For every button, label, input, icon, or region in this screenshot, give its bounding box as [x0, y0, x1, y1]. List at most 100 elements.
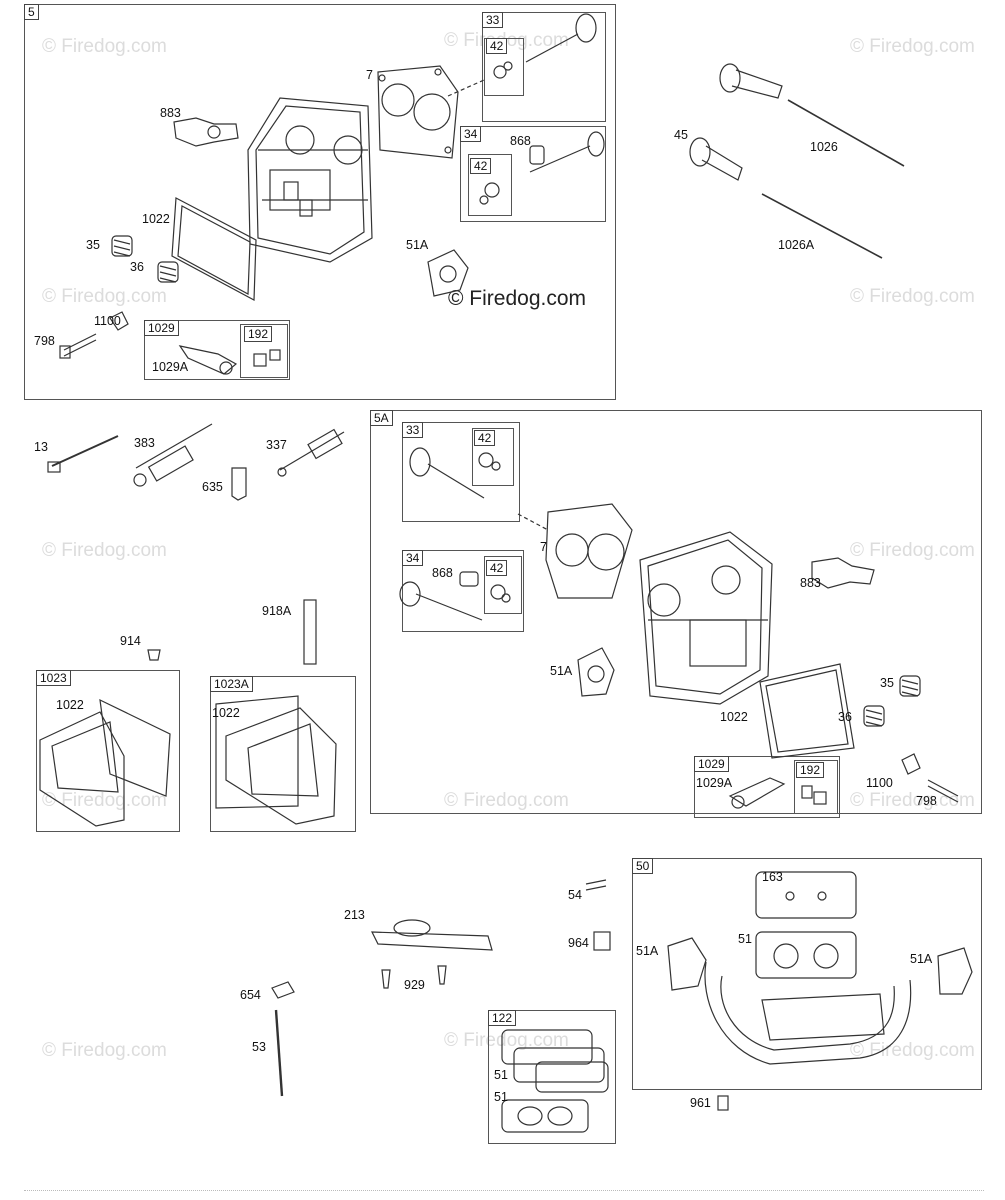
valve-spring-part	[111, 235, 179, 283]
part-label: 213	[344, 908, 365, 922]
tube-part	[303, 599, 317, 665]
part-label: 918A	[262, 604, 292, 618]
screw-part	[381, 969, 391, 989]
watermark: © Firedog.com	[42, 790, 167, 811]
part-label: 13	[34, 440, 48, 454]
watermark: © Firedog.com	[42, 540, 167, 561]
subassembly-tag: 192	[244, 326, 273, 342]
subassembly-tag: 34	[460, 126, 482, 142]
watermark: © Firedog.com	[850, 790, 975, 811]
exhaust-manifold-part	[667, 871, 973, 1065]
subassembly-tag: 42	[486, 560, 508, 576]
part-label: 383	[134, 436, 155, 450]
section-1023a-frame	[210, 676, 356, 832]
elbow-part	[231, 467, 247, 501]
subassembly-33-box	[482, 12, 606, 122]
part-label: 35	[880, 676, 894, 690]
cylinder-head-part	[247, 97, 373, 263]
subassembly-42-box	[484, 556, 522, 614]
subassembly-tag: 42	[486, 38, 508, 54]
part-label: 337	[266, 438, 287, 452]
section-tag: 1023A	[210, 676, 253, 692]
spacer-part	[593, 931, 611, 951]
subassembly-tag: 1029	[694, 756, 729, 772]
part-label: 883	[800, 576, 821, 590]
section-tag: 50	[632, 858, 654, 874]
bolt-part	[63, 333, 97, 357]
section-5-frame	[24, 4, 616, 400]
part-label: 54	[568, 888, 582, 902]
part-label: 929	[404, 978, 425, 992]
part-label: 1100	[866, 776, 893, 790]
part-label: 883	[160, 106, 181, 120]
watermark: © Firedog.com	[444, 1030, 569, 1051]
part-label: 1026	[810, 140, 838, 154]
part-label: 1029A	[152, 360, 189, 374]
subassembly-tag: 42	[474, 430, 496, 446]
part-label: 51	[494, 1090, 508, 1104]
subassembly-tag: 34	[402, 550, 424, 566]
subassembly-1029-box	[694, 756, 840, 818]
brand-watermark: © Firedog.com	[448, 287, 587, 310]
bolt-part	[927, 779, 959, 803]
section-1023-frame	[36, 670, 180, 832]
part-label: 163	[762, 870, 783, 884]
part-label: 961	[690, 1096, 711, 1110]
subassembly-192-box	[794, 760, 838, 814]
part-label: 35	[86, 238, 100, 252]
part-label: 1029A	[696, 776, 733, 790]
footer-rule	[24, 1190, 984, 1195]
part-label: 1026A	[778, 238, 815, 252]
part-label: 868	[432, 566, 453, 580]
part-label: 964	[568, 936, 589, 950]
part-label: 7	[540, 540, 547, 554]
valve-spring-part	[863, 675, 921, 727]
nut-part	[109, 311, 129, 331]
exhaust-gasket-part	[173, 117, 239, 147]
subassembly-192-box	[240, 324, 288, 378]
part-label: 36	[130, 260, 144, 274]
watermark: © Firedog.com	[850, 286, 975, 307]
watermark: © Firedog.com	[850, 36, 975, 57]
intake-gasket-part	[427, 249, 469, 297]
section-tag: 5A	[370, 410, 393, 426]
watermark: © Firedog.com	[42, 1040, 167, 1061]
bracket-part	[371, 919, 493, 951]
part-label: 1022	[142, 212, 170, 226]
part-label: 798	[34, 334, 55, 348]
part-label: 868	[510, 134, 531, 148]
subassembly-tag: 192	[796, 762, 825, 778]
cylinder-head-part	[639, 531, 773, 705]
section-tag: 1023	[36, 670, 71, 686]
part-label: 1022	[212, 706, 240, 720]
primer-part	[133, 423, 213, 487]
part-label: 798	[916, 794, 937, 808]
part-label: 654	[240, 988, 261, 1002]
part-label: 51A	[406, 238, 429, 252]
part-label: 53	[252, 1040, 266, 1054]
part-label: 51	[494, 1068, 508, 1082]
part-label: 36	[838, 710, 852, 724]
exhaust-gasket-part	[811, 557, 875, 589]
valve-cover-part	[39, 695, 337, 827]
rocker-arm-part	[728, 777, 786, 807]
cover-gasket-part	[171, 197, 257, 301]
part-label: 51A	[636, 944, 659, 958]
part-label: 51A	[550, 664, 573, 678]
rocker-arm-part	[178, 345, 238, 375]
watermark: © Firedog.com	[444, 790, 569, 811]
part-label: 914	[120, 634, 141, 648]
part-label: 1022	[720, 710, 748, 724]
stud-part	[274, 1009, 284, 1097]
part-label: 45	[674, 128, 688, 142]
section-tag: 122	[488, 1010, 517, 1026]
subassembly-34-box	[460, 126, 606, 222]
intake-gasket-part	[501, 1029, 609, 1133]
part-label: 51A	[910, 952, 933, 966]
subassembly-tag: 33	[402, 422, 424, 438]
bolt-part	[51, 435, 119, 467]
subassembly-tag: 33	[482, 12, 504, 28]
screw-part	[147, 649, 161, 661]
subassembly-1029-box	[144, 320, 290, 380]
part-label: 1022	[56, 698, 84, 712]
